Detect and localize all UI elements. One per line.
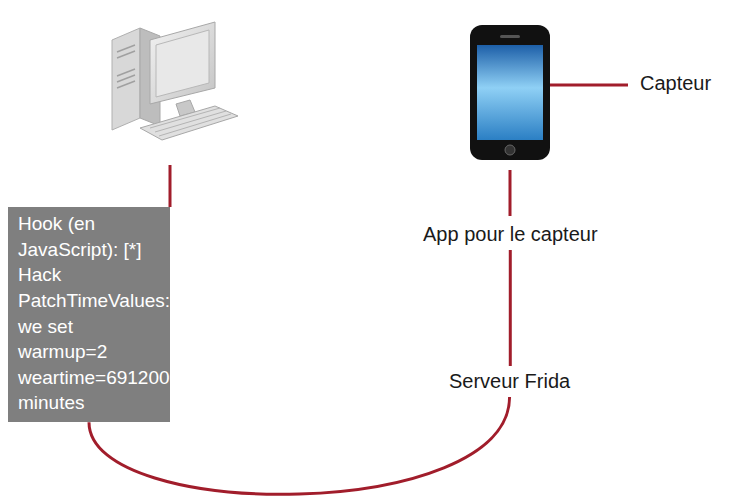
node-text: Serveur Frida [449, 370, 570, 393]
phone-icon [470, 25, 550, 160]
code-box: Hook (en JavaScript): [*] Hack PatchTime… [8, 207, 170, 422]
connector [510, 250, 511, 366]
node-text: App pour le capteur [423, 223, 598, 246]
node-text: Hook (en JavaScript): [*] Hack PatchTime… [18, 211, 162, 416]
wire [170, 85, 628, 216]
text-node: App pour le capteur [417, 221, 604, 248]
part-label: Capteur [640, 72, 711, 95]
computer-icon [112, 22, 238, 140]
text-node: Serveur Frida [443, 368, 576, 395]
